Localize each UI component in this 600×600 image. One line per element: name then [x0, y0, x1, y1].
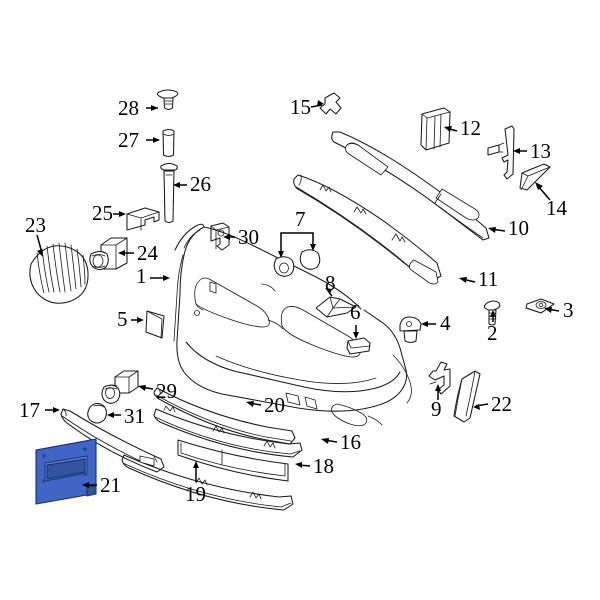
part-15-bent-bracket	[319, 92, 342, 115]
callout-label-23[interactable]: 23	[25, 213, 46, 237]
part-13-vertical-bracket	[487, 125, 515, 180]
callout-label-27[interactable]: 27	[118, 128, 139, 152]
callout-label-19[interactable]: 19	[185, 482, 206, 506]
part-28-flange-bolt	[156, 89, 179, 111]
callout-label-1[interactable]: 1	[136, 264, 147, 288]
part-3-clip-nut	[525, 298, 555, 314]
part-31-sensor-cap	[87, 402, 108, 424]
part-1-bumper-cover	[173, 223, 412, 427]
part-16-lower-molding	[153, 405, 303, 458]
part-12-energy-absorber	[420, 107, 451, 151]
part-25-clip-block	[126, 207, 160, 231]
part-4-spacer-stud	[399, 316, 422, 344]
callout-label-12[interactable]: 12	[460, 116, 481, 140]
part-26-long-bolt	[160, 162, 178, 224]
callout-label-10[interactable]: 10	[508, 216, 529, 240]
callout-label-16[interactable]: 16	[340, 430, 361, 454]
part-10-impact-bar-upper	[331, 131, 490, 241]
part-29-park-sensor	[101, 370, 139, 404]
part-21-license-plate-bracket	[35, 438, 97, 505]
callout-label-2[interactable]: 2	[487, 321, 498, 345]
callout-label-28[interactable]: 28	[118, 96, 139, 120]
callout-label-18[interactable]: 18	[313, 454, 334, 478]
callout-label-25[interactable]: 25	[92, 201, 113, 225]
callout-label-7[interactable]: 7	[295, 207, 306, 231]
callout-label-29[interactable]: 29	[156, 379, 177, 403]
callout-label-4[interactable]: 4	[440, 311, 451, 335]
part-27-sleeve-pin	[162, 128, 175, 158]
callout-label-3[interactable]: 3	[563, 298, 574, 322]
callout-label-15[interactable]: 15	[290, 95, 311, 119]
callout-label-13[interactable]: 13	[530, 139, 551, 163]
part-19-lower-spoiler	[121, 454, 294, 511]
callout-label-24[interactable]: 24	[137, 241, 158, 265]
part-24-camera-sensor	[89, 237, 128, 271]
callout-label-26[interactable]: 26	[190, 172, 211, 196]
callout-label-5[interactable]: 5	[117, 307, 128, 331]
part-23-kidney-grille	[29, 242, 89, 304]
part-11-impact-bar-lower	[293, 174, 442, 285]
part-7-grommet-pair	[273, 249, 321, 277]
callout-label-30[interactable]: 30	[238, 225, 259, 249]
callout-leader-lines	[36, 100, 560, 488]
part-8-mount-tab	[315, 296, 357, 318]
callout-label-6[interactable]: 6	[350, 300, 361, 324]
callout-label-21[interactable]: 21	[100, 473, 121, 497]
callout-label-20[interactable]: 20	[264, 393, 285, 417]
callout-label-14[interactable]: 14	[546, 196, 567, 220]
callout-label-11[interactable]: 11	[478, 267, 499, 291]
callout-label-31[interactable]: 31	[124, 404, 145, 428]
part-9-retainer-clip	[428, 361, 451, 395]
callout-label-17[interactable]: 17	[19, 398, 40, 422]
part-6-bracket-small	[346, 337, 371, 355]
part-5-trim-piece	[145, 310, 165, 339]
part-22-side-trim	[453, 370, 481, 423]
callout-label-9[interactable]: 9	[431, 397, 442, 421]
callout-label-8[interactable]: 8	[325, 271, 336, 295]
part-20-upper-molding	[153, 387, 296, 445]
part-18-lower-grille-panel	[177, 439, 289, 482]
part-14-spacer-bar	[519, 163, 551, 191]
callout-label-22[interactable]: 22	[491, 392, 512, 416]
